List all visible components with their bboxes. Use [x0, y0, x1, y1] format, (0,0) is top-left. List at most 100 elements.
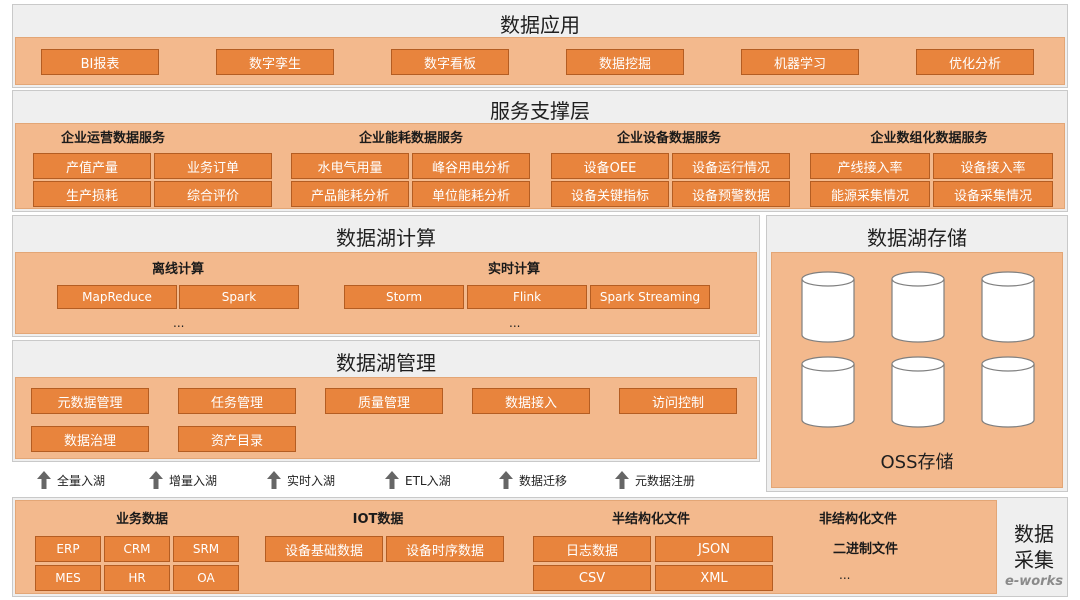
realtime-compute-title: 实时计算	[487, 262, 540, 277]
manage-item-access-control[interactable]: 访问控制	[619, 388, 737, 414]
collect-item-srm[interactable]: SRM	[173, 536, 239, 562]
collect-item-device-timeseries[interactable]: 设备时序数据	[386, 536, 504, 562]
ingest-full: 全量入湖	[36, 470, 105, 490]
arrow-up-icon	[149, 471, 163, 489]
realtime-compute-more: ...	[509, 316, 521, 330]
service-item-oee[interactable]: 设备OEE	[551, 153, 669, 179]
service-group-digital-title: 企业数组化数据服务	[870, 131, 988, 146]
business-data-title: 业务数据	[115, 512, 168, 527]
data-application-band	[15, 37, 1065, 85]
ingest-migration: 数据迁移	[498, 470, 567, 490]
collect-item-csv[interactable]: CSV	[533, 565, 651, 591]
collect-item-device-basic[interactable]: 设备基础数据	[265, 536, 383, 562]
ingest-label: 全量入湖	[57, 473, 106, 488]
arrow-up-icon	[37, 471, 51, 489]
service-item-device-access[interactable]: 设备接入率	[933, 153, 1053, 179]
lake-storage-title: 数据湖存储	[867, 226, 967, 250]
service-group-equipment-title: 企业设备数据服务	[616, 131, 721, 146]
manage-item-asset-catalog[interactable]: 资产目录	[178, 426, 296, 452]
service-item-orders[interactable]: 业务订单	[154, 153, 272, 179]
arrow-up-icon	[615, 471, 629, 489]
service-item-unit-energy[interactable]: 单位能耗分析	[412, 181, 530, 207]
storage-cylinder-icon	[801, 356, 855, 428]
data-collection-side-title-1: 数据	[1014, 522, 1054, 546]
lake-manage-title: 数据湖管理	[336, 351, 436, 375]
storage-cylinder-icon	[891, 271, 945, 343]
compute-item-spark-streaming[interactable]: Spark Streaming	[590, 285, 710, 309]
app-item-digital-dashboard[interactable]: 数字看板	[391, 49, 509, 75]
lake-compute-title: 数据湖计算	[336, 226, 436, 250]
service-item-warnings[interactable]: 设备预警数据	[672, 181, 790, 207]
app-item-bi-report[interactable]: BI报表	[41, 49, 159, 75]
unstructured-item-binary: 二进制文件	[833, 542, 899, 557]
data-collection-panel: 业务数据 ERP CRM SRM MES HR OA IOT数据 设备基础数据 …	[12, 497, 1068, 597]
service-item-energy-collection[interactable]: 能源采集情况	[810, 181, 930, 207]
storage-cylinder-icon	[981, 271, 1035, 343]
storage-cylinder-icon	[981, 356, 1035, 428]
collect-item-logs[interactable]: 日志数据	[533, 536, 651, 562]
manage-item-tasks[interactable]: 任务管理	[178, 388, 296, 414]
offline-compute-title: 离线计算	[151, 262, 204, 277]
ingest-incremental: 增量入湖	[148, 470, 217, 490]
ingest-realtime: 实时入湖	[266, 470, 335, 490]
manage-item-data-access[interactable]: 数据接入	[472, 388, 590, 414]
lake-storage-panel: 数据湖存储 OSS存储	[766, 215, 1068, 492]
collect-item-mes[interactable]: MES	[35, 565, 101, 591]
app-item-digital-twin[interactable]: 数字孪生	[216, 49, 334, 75]
collect-item-json[interactable]: JSON	[655, 536, 773, 562]
service-item-product-energy[interactable]: 产品能耗分析	[291, 181, 409, 207]
manage-item-metadata[interactable]: 元数据管理	[31, 388, 149, 414]
ingest-label: 数据迁移	[519, 473, 568, 488]
arrow-up-icon	[499, 471, 513, 489]
collect-item-erp[interactable]: ERP	[35, 536, 101, 562]
compute-item-storm[interactable]: Storm	[344, 285, 464, 309]
unstructured-title: 非结构化文件	[819, 512, 898, 527]
collect-item-crm[interactable]: CRM	[104, 536, 170, 562]
ingest-label: 实时入湖	[287, 473, 336, 488]
semi-structured-title: 半结构化文件	[611, 512, 690, 527]
compute-item-spark[interactable]: Spark	[179, 285, 299, 309]
eworks-watermark: e-works	[1005, 574, 1063, 589]
unstructured-more: ...	[839, 568, 851, 582]
ingest-label: 增量入湖	[169, 473, 218, 488]
service-item-utility-usage[interactable]: 水电气用量	[291, 153, 409, 179]
service-group-operations-title: 企业运营数据服务	[61, 131, 166, 146]
ingest-metadata-register: 元数据注册	[614, 470, 695, 490]
app-item-optimization[interactable]: 优化分析	[916, 49, 1034, 75]
storage-cylinder-icon	[891, 356, 945, 428]
compute-item-flink[interactable]: Flink	[467, 285, 587, 309]
app-item-data-mining[interactable]: 数据挖掘	[566, 49, 684, 75]
service-item-evaluation[interactable]: 综合评价	[154, 181, 272, 207]
lake-manage-panel: 数据湖管理 元数据管理 任务管理 质量管理 数据接入 访问控制 数据治理 资产目…	[12, 340, 760, 462]
service-layer-title: 服务支撑层	[490, 99, 590, 123]
service-group-energy-title: 企业能耗数据服务	[358, 131, 463, 146]
storage-cylinder-icon	[801, 271, 855, 343]
app-item-machine-learning[interactable]: 机器学习	[741, 49, 859, 75]
ingest-etl: ETL入湖	[384, 470, 451, 490]
collect-item-oa[interactable]: OA	[173, 565, 239, 591]
iot-data-title: IOT数据	[352, 512, 404, 527]
service-item-running-status[interactable]: 设备运行情况	[672, 153, 790, 179]
ingest-label: ETL入湖	[405, 473, 451, 488]
oss-storage-label: OSS存储	[880, 452, 954, 473]
offline-compute-more: ...	[173, 316, 185, 330]
service-item-key-indicators[interactable]: 设备关键指标	[551, 181, 669, 207]
manage-item-governance[interactable]: 数据治理	[31, 426, 149, 452]
compute-item-mapreduce[interactable]: MapReduce	[57, 285, 177, 309]
service-item-device-collection[interactable]: 设备采集情况	[933, 181, 1053, 207]
collect-item-xml[interactable]: XML	[655, 565, 773, 591]
service-item-line-access[interactable]: 产线接入率	[810, 153, 930, 179]
arrow-up-icon	[267, 471, 281, 489]
service-layer-panel: 服务支撑层 企业运营数据服务 产值产量 业务订单 生产损耗 综合评价 企业能耗数…	[12, 90, 1068, 212]
service-item-peak-valley[interactable]: 峰谷用电分析	[412, 153, 530, 179]
service-item-loss[interactable]: 生产损耗	[33, 181, 151, 207]
manage-item-quality[interactable]: 质量管理	[325, 388, 443, 414]
data-collection-side-title-2: 采集	[1014, 548, 1054, 572]
lake-compute-panel: 数据湖计算 离线计算 MapReduce Spark ... 实时计算 Stor…	[12, 215, 760, 337]
data-application-title: 数据应用	[500, 13, 580, 37]
service-item-output[interactable]: 产值产量	[33, 153, 151, 179]
arrow-up-icon	[385, 471, 399, 489]
ingest-label: 元数据注册	[635, 473, 696, 488]
data-application-panel: 数据应用 BI报表 数字孪生 数字看板 数据挖掘 机器学习 优化分析	[12, 4, 1068, 88]
collect-item-hr[interactable]: HR	[104, 565, 170, 591]
